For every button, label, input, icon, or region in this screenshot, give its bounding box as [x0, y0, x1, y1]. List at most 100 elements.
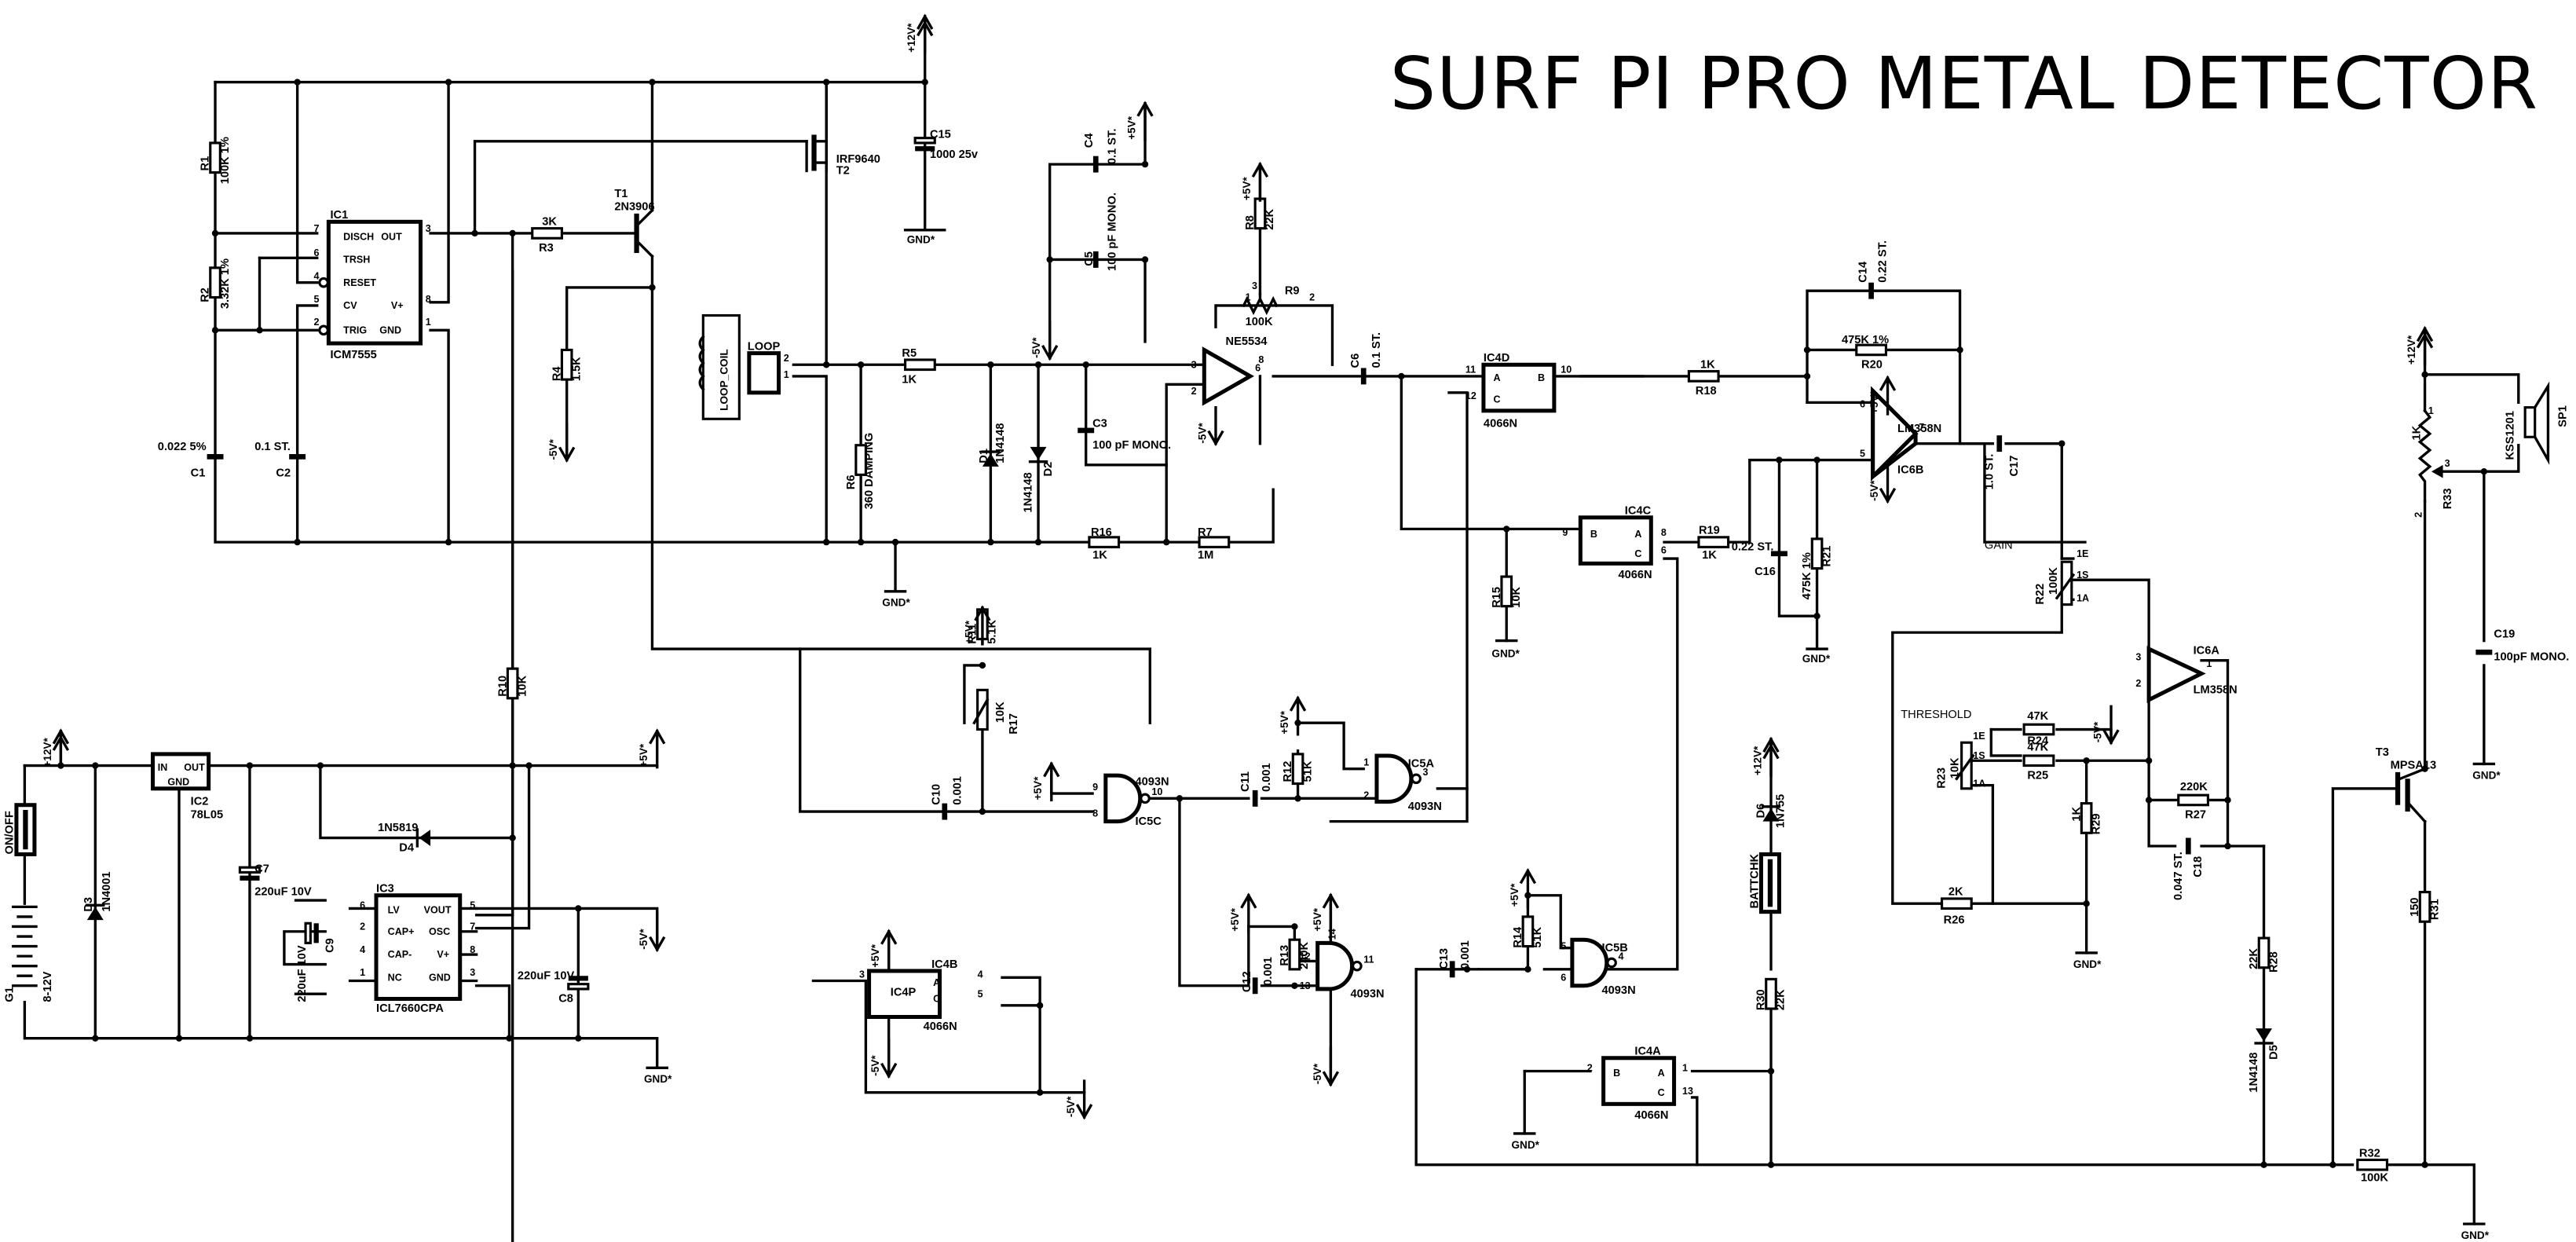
svg-text:R20: R20: [1861, 358, 1883, 371]
svg-text:6: 6: [1860, 399, 1865, 410]
junction-dot: [1776, 456, 1783, 463]
junction-dot: [857, 361, 865, 368]
svg-text:0.001: 0.001: [952, 776, 964, 805]
svg-text:C15: C15: [930, 129, 951, 141]
svg-text:8: 8: [1092, 808, 1098, 819]
svg-text:220uF 10V: 220uF 10V: [296, 945, 309, 1002]
svg-text:R4: R4: [551, 366, 563, 382]
svg-text:3K: 3K: [542, 216, 557, 229]
svg-text:GND: GND: [379, 325, 401, 336]
diode-d5: 1N4148 D5: [2248, 1028, 2280, 1093]
svg-text:8: 8: [426, 294, 431, 305]
resistor-r1: R1 100K 1%: [199, 137, 232, 184]
svg-text:GND*: GND*: [2472, 769, 2501, 781]
svg-text:4066N: 4066N: [1618, 569, 1652, 581]
rail-plus5v-symbol: +5V*: [1229, 892, 1257, 933]
rail-minus5v-symbol: -5V*: [638, 912, 666, 953]
svg-text:4: 4: [314, 271, 320, 282]
svg-text:0.1 ST.: 0.1 ST.: [254, 441, 291, 453]
rail-plus5v-symbol: +5V*: [869, 929, 898, 969]
svg-text:+12V*: +12V*: [906, 23, 917, 53]
svg-text:IC5C: IC5C: [1135, 815, 1162, 828]
svg-text:R15: R15: [1491, 587, 1503, 608]
svg-text:240K: 240K: [1298, 941, 1311, 969]
junction-dot: [823, 79, 830, 86]
svg-text:2: 2: [1309, 292, 1315, 303]
svg-text:D4: D4: [399, 841, 415, 854]
svg-text:475K 1%: 475K 1%: [1801, 552, 1813, 599]
svg-text:1K: 1K: [1702, 549, 1717, 562]
svg-text:LM358N: LM358N: [1897, 423, 1941, 435]
junction-dot: [2421, 371, 2428, 378]
svg-text:DISCH: DISCH: [343, 231, 374, 242]
junction-dot: [2260, 1161, 2267, 1168]
junction-dot: [445, 79, 452, 86]
resistor-r30: R30 22K: [1755, 977, 1787, 1010]
diode-d3: D3 1N4001: [82, 871, 113, 921]
junction-dot: [2329, 1161, 2336, 1168]
junction-dot: [506, 1035, 513, 1042]
svg-text:+12V*: +12V*: [2406, 335, 2417, 365]
junction-dot: [2058, 440, 2066, 447]
resistor-r27: 220K R27: [2177, 781, 2209, 821]
rail-plus5v-symbol: +5V*: [1279, 695, 1307, 736]
resistor-r28: 22K R28: [2248, 936, 2280, 973]
junction-dot: [979, 661, 986, 669]
resistor-r8: R8 22K: [1244, 197, 1276, 230]
svg-text:0.001: 0.001: [1459, 940, 1472, 969]
svg-text:9: 9: [1562, 527, 1568, 538]
resistor-r3: 3K R3: [531, 216, 563, 255]
svg-text:475K 1%: 475K 1%: [1842, 334, 1889, 346]
svg-text:CV: CV: [343, 300, 357, 311]
svg-text:R31: R31: [2428, 899, 2441, 920]
svg-text:4093N: 4093N: [1350, 987, 1384, 1000]
junction-dot: [1141, 160, 1149, 168]
rail-minus5v-symbol: -5V*: [1868, 463, 1897, 504]
svg-text:IC4B: IC4B: [931, 958, 957, 971]
resistor-r12: R12 51K: [1282, 753, 1314, 786]
svg-text:150: 150: [2409, 898, 2421, 917]
svg-text:R30: R30: [1755, 989, 1768, 1010]
svg-text:4066N: 4066N: [1484, 418, 1517, 430]
svg-text:C8: C8: [558, 993, 573, 1006]
svg-text:C16: C16: [1755, 566, 1776, 578]
svg-text:3: 3: [1191, 359, 1197, 370]
junction-dot: [1291, 923, 1298, 930]
junction-dot: [92, 1035, 99, 1042]
opamp-ne5534: NE5534 3 2 6 8: [1191, 335, 1268, 406]
resistor-r2: R2 3.32K 1%: [199, 258, 232, 309]
diode-d4: 1N5819 D4: [378, 822, 431, 854]
junction-dot: [1813, 613, 1820, 620]
svg-text:1: 1: [1363, 757, 1369, 768]
rail-minus5v-symbol: -5V*: [1065, 1079, 1093, 1120]
battchk-switch: BATTCHK: [1748, 852, 1781, 914]
svg-text:1: 1: [784, 369, 789, 380]
ground-symbol: GND*: [1511, 1132, 1540, 1151]
svg-text:5.1K: 5.1K: [986, 619, 999, 643]
ground-symbol: GND*: [2461, 1222, 2490, 1241]
junction-dot: [1803, 346, 1811, 354]
svg-text:R26: R26: [1944, 914, 1965, 926]
capacitor-c17: 1.0 ST. C17: [1983, 435, 2021, 489]
junction-dot: [1034, 538, 1042, 546]
svg-text:R11: R11: [967, 624, 979, 644]
svg-text:R8: R8: [1244, 215, 1257, 230]
svg-text:IC4A: IC4A: [1634, 1046, 1661, 1058]
junction-dot: [2480, 468, 2488, 475]
rail-plus5v-symbol: +5V*: [1312, 892, 1340, 933]
resistor-r20: 475K 1% R20: [1842, 334, 1889, 371]
opamp-ic6b: LM358N IC6B 6 5 7: [1860, 386, 1941, 482]
svg-text:51K: 51K: [1301, 760, 1314, 782]
svg-text:-5V*: -5V*: [1196, 423, 1208, 444]
svg-text:A: A: [1493, 372, 1500, 383]
svg-text:13: 13: [1682, 1086, 1693, 1097]
svg-text:GND*: GND*: [882, 597, 910, 609]
svg-text:D5: D5: [2267, 1045, 2280, 1060]
svg-text:+5V*: +5V*: [869, 943, 881, 968]
svg-text:8: 8: [1661, 527, 1667, 538]
svg-text:IC1: IC1: [330, 209, 348, 222]
svg-text:11: 11: [1465, 365, 1476, 376]
svg-text:VOUT: VOUT: [424, 905, 452, 916]
svg-text:C4: C4: [1083, 133, 1096, 148]
opamp-ic6a: IC6A LM358N 3 2 1: [2135, 644, 2238, 703]
